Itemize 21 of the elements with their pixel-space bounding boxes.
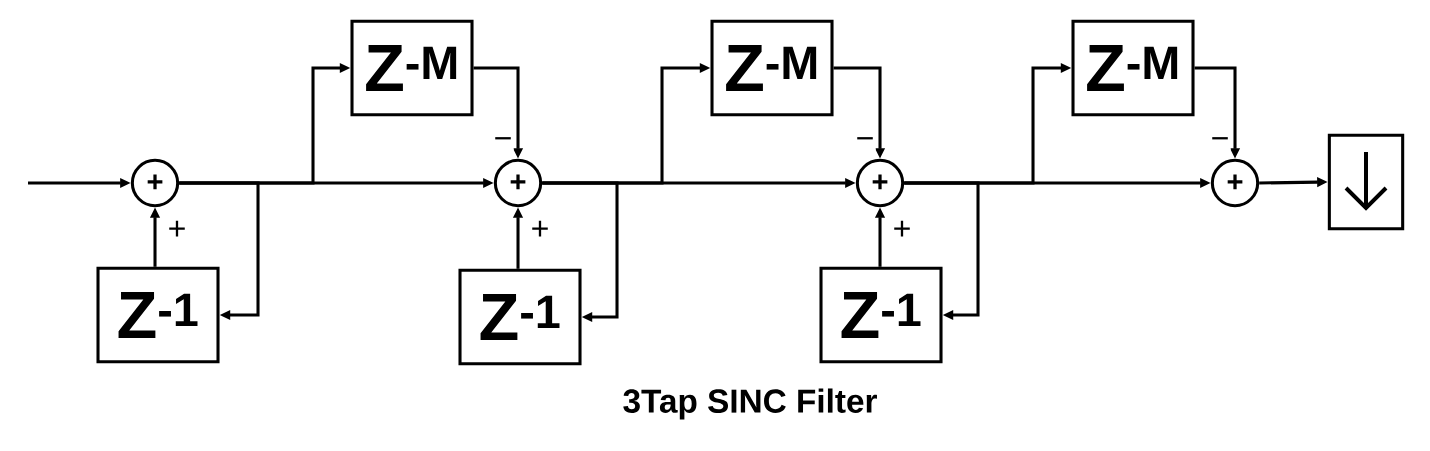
delay-box: Z$^{-1}$ [458,268,582,366]
delay-box: Z$^{-1}$ [819,266,943,364]
edge-label: − [854,135,876,151]
summing-junction: + [1210,158,1260,208]
edge-label: + [891,219,913,241]
summing-junction: + [130,158,180,208]
edge-label: − [1209,135,1231,151]
summing-junction: + [855,158,905,208]
arrow [904,181,980,321]
arrow [179,181,260,321]
delay-box: Z$^{-M}$ [350,19,474,117]
summing-junction: + [493,158,543,208]
delay-box: Z$^{-1}$ [96,266,220,364]
delay-box: Z$^{-M}$ [710,19,834,117]
delay-box: Z$^{-M}$ [1071,19,1195,117]
downsampler-box [1327,133,1405,231]
edge-label: − [492,135,514,151]
edge-label: + [166,219,188,241]
caption: 3Tap SINC Filter [623,388,877,420]
edge-label: + [529,219,551,241]
arrow [542,181,619,323]
